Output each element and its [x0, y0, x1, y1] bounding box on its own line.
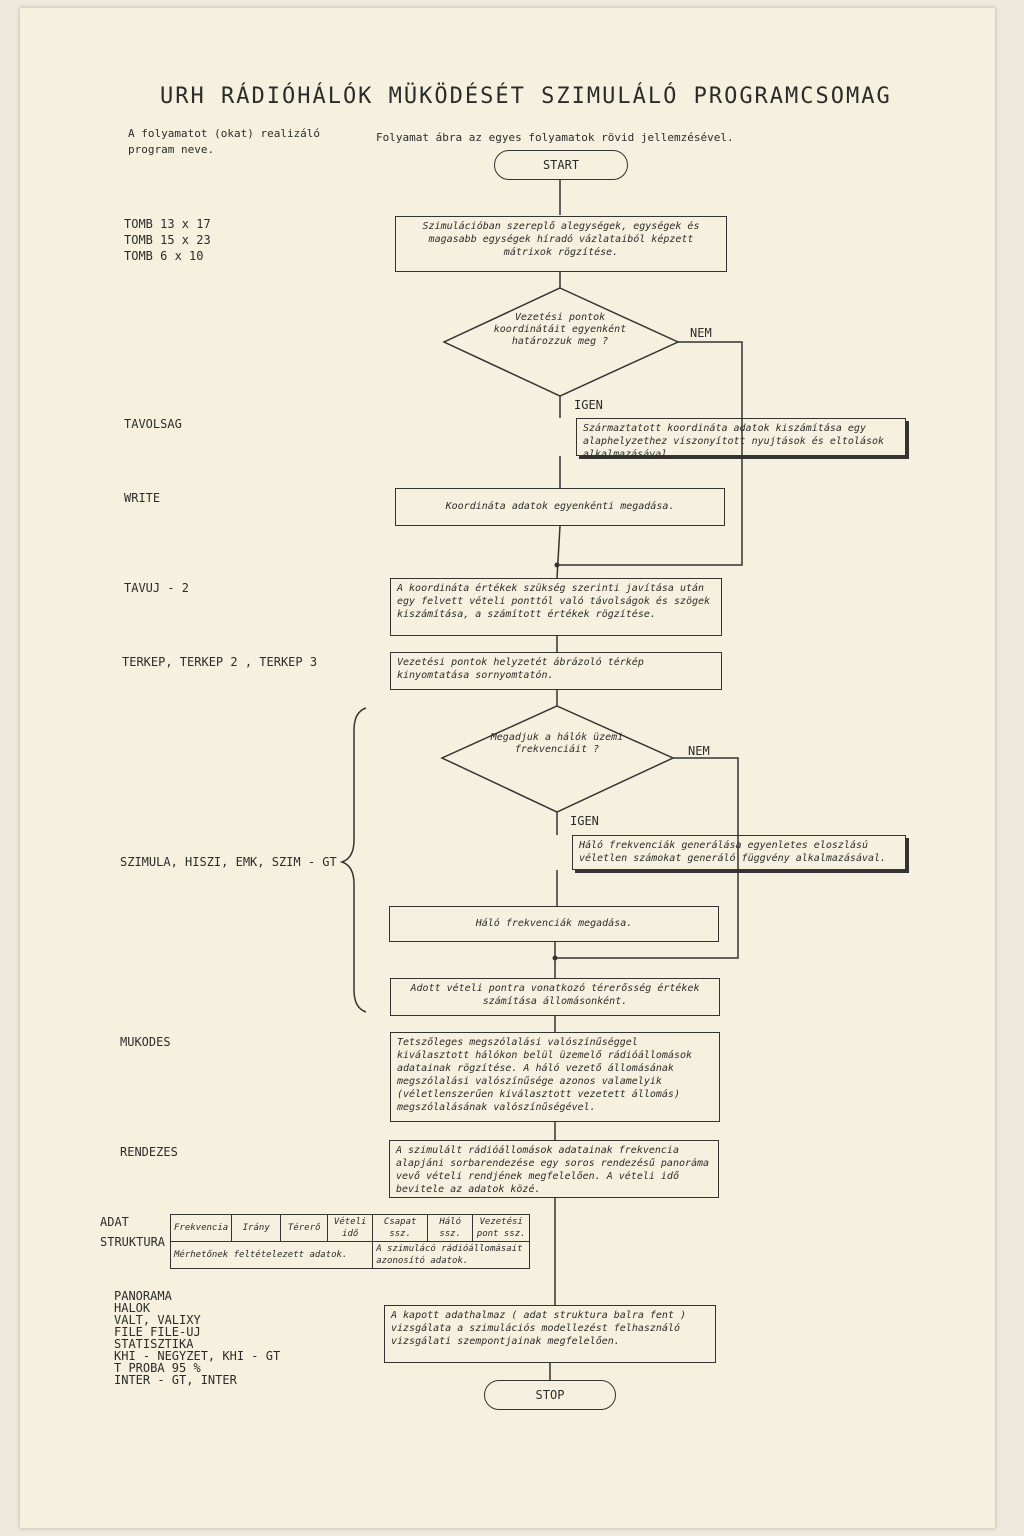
- page-title: URH RÁDIÓHÁLÓK MÜKÖDÉSÉT SZIMULÁLÓ PROGR…: [160, 84, 892, 109]
- table-cell: Csapat ssz.: [372, 1214, 429, 1242]
- data-structure-table: Frekvencia Irány Térerő Vételi idő Csapa…: [169, 1214, 531, 1269]
- program-szimula: SZIMULA, HISZI, EMK, SZIM - GT: [120, 855, 337, 869]
- step-frequency-generate: Háló frekvenciák generálása egyenletes e…: [572, 835, 906, 870]
- table-cell: A szimulácó rádióállomásait azonosító ad…: [372, 1241, 531, 1269]
- table-cell: Mérhetőnek feltételezett adatok.: [169, 1241, 374, 1269]
- label-igen-1: IGEN: [574, 398, 603, 412]
- label-igen-2: IGEN: [570, 814, 599, 828]
- paper-sheet: [20, 8, 995, 1528]
- start-terminal: START: [494, 150, 628, 180]
- table-row: Frekvencia Irány Térerő Vételi idő Csapa…: [169, 1214, 531, 1242]
- table-cell: Frekvencia: [169, 1214, 233, 1242]
- program-tavuj: TAVUJ - 2: [124, 581, 190, 595]
- table-cell: Vezetési pont ssz.: [472, 1214, 531, 1242]
- program-adat-struktura: ADAT STRUKTURA: [100, 1215, 166, 1249]
- step-coordinate-input: Koordináta adatok egyenkénti megadása.: [395, 488, 725, 526]
- label-nem-2: NEM: [688, 744, 710, 758]
- step-matrix-record: Szimulációban szereplő alegységek, egysé…: [395, 216, 727, 272]
- step-station-record: Tetszőleges megszólalási valószínűséggel…: [390, 1032, 720, 1122]
- label-nem-1: NEM: [690, 326, 712, 340]
- header-left: A folyamatot (okat) realizáló program ne…: [128, 127, 321, 156]
- table-cell: Vételi idő: [327, 1214, 374, 1242]
- table-row: Mérhetőnek feltételezett adatok. A szimu…: [169, 1241, 531, 1269]
- program-write: WRITE: [124, 491, 161, 505]
- program-tomb: TOMB 13 x 17 TOMB 15 x 23 TOMB 6 x 10: [124, 217, 211, 263]
- table-cell: Háló ssz.: [427, 1214, 474, 1242]
- step-analysis: A kapott adathalmaz ( adat struktura bal…: [384, 1305, 716, 1363]
- program-mukodes: MUKODES: [120, 1035, 171, 1049]
- program-final-list: PANORAMA HALOK VALT, VALIXY FILE FILE-UJ…: [114, 1289, 281, 1387]
- step-field-strength: Adott vételi pontra vonatkozó térerősség…: [390, 978, 720, 1016]
- step-derived-coordinates: Származtatott koordináta adatok kiszámít…: [576, 418, 906, 460]
- program-tavolsag: TAVOLSAG: [124, 417, 182, 431]
- step-distance-calc: A koordináta értékek szükség szerinti ja…: [390, 578, 722, 636]
- stop-terminal: STOP: [484, 1380, 616, 1410]
- step-map-print: Vezetési pontok helyzetét ábrázoló térké…: [390, 652, 722, 690]
- decision-frequencies: Megadjuk a hálók üzemi frekvenciáit ?: [490, 732, 624, 755]
- step-sorting: A szimulált rádióállomások adatainak fre…: [389, 1140, 719, 1198]
- header-right: Folyamat ábra az egyes folyamatok rövid …: [376, 131, 734, 144]
- table-cell: Térerő: [280, 1214, 329, 1242]
- program-rendezes: RENDEZES: [120, 1145, 178, 1159]
- step-frequency-input: Háló frekvenciák megadása.: [389, 906, 719, 942]
- decision-coordinates: Vezetési pontok koordinátáit egyenként h…: [493, 312, 627, 347]
- table-cell: Irány: [231, 1214, 282, 1242]
- program-terkep: TERKEP, TERKEP 2 , TERKEP 3: [122, 655, 318, 669]
